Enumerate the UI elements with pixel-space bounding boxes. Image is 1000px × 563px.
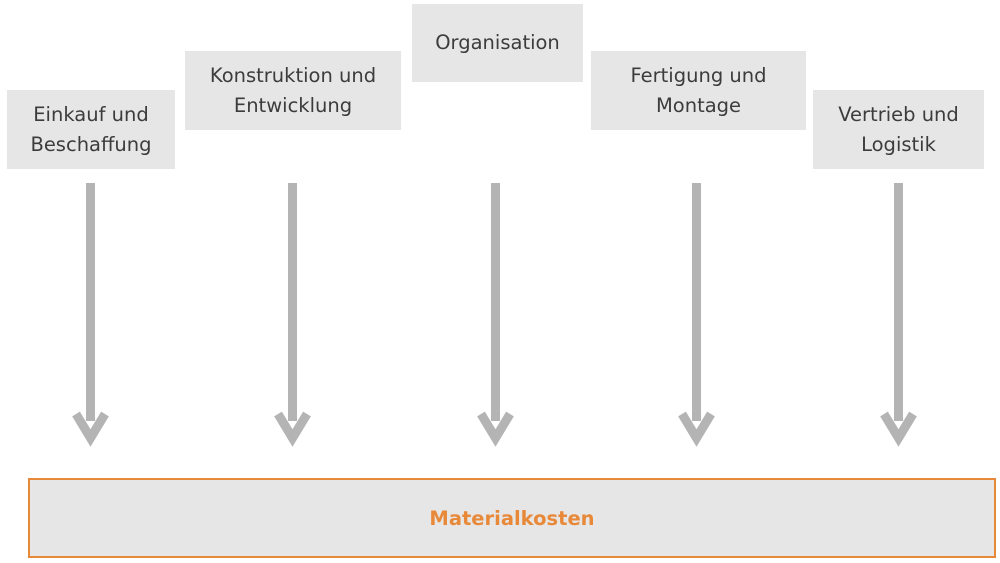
source-label-einkauf: Einkauf und Beschaffung <box>30 102 152 156</box>
arrow-organisation <box>477 183 514 447</box>
source-label-konstruktion: Konstruktion und Entwicklung <box>209 63 377 117</box>
arrow-vertrieb <box>880 183 917 447</box>
arrow-fertigung <box>678 183 715 447</box>
source-label-fertigung: Fertigung und Montage <box>630 63 767 117</box>
source-box-vertrieb: Vertrieb und Logistik <box>813 90 984 169</box>
source-box-einkauf: Einkauf und Beschaffung <box>7 90 175 169</box>
source-label-vertrieb: Vertrieb und Logistik <box>838 102 959 156</box>
source-box-organisation: Organisation <box>412 4 583 82</box>
source-box-fertigung: Fertigung und Montage <box>591 51 806 130</box>
target-box-materialkosten: Materialkosten <box>28 478 996 558</box>
target-label: Materialkosten <box>429 506 595 530</box>
source-label-organisation: Organisation <box>435 31 560 54</box>
source-box-konstruktion: Konstruktion und Entwicklung <box>185 51 401 130</box>
arrow-konstruktion <box>274 183 311 447</box>
arrow-einkauf <box>72 183 109 447</box>
